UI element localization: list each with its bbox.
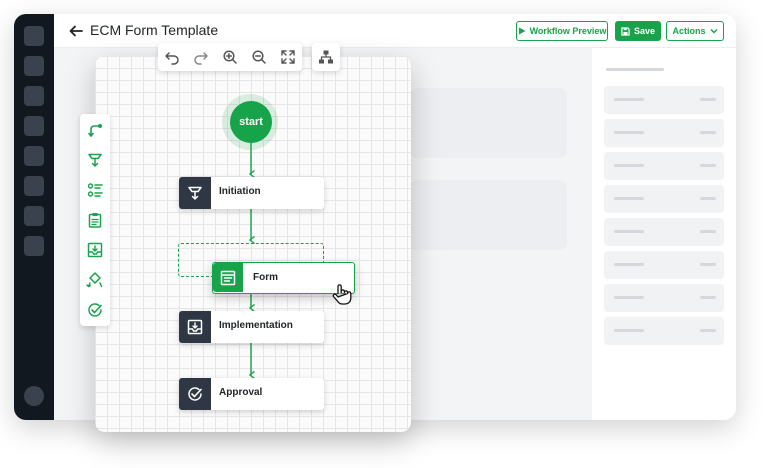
actions-dropdown[interactable]: Actions <box>666 21 724 41</box>
redo-icon[interactable] <box>193 49 209 65</box>
rail-item[interactable] <box>24 206 44 226</box>
panel-row[interactable] <box>604 86 724 114</box>
start-event-icon[interactable] <box>87 122 103 138</box>
check-circle-icon[interactable] <box>87 302 103 318</box>
diamond-arrow-icon[interactable] <box>86 272 103 288</box>
node-implementation[interactable]: Implementation <box>179 311 324 343</box>
funnel-arrow-icon <box>188 186 202 200</box>
panel-row[interactable] <box>604 317 724 345</box>
panel-row[interactable] <box>604 251 724 279</box>
rail-item[interactable] <box>24 56 44 76</box>
fit-screen-icon[interactable] <box>280 49 296 65</box>
undo-icon[interactable] <box>164 49 180 65</box>
node-icon-box <box>213 263 243 292</box>
save-label: Save <box>633 26 656 36</box>
avatar[interactable] <box>24 386 44 406</box>
auto-layout-icon[interactable] <box>318 49 334 65</box>
panel-row[interactable] <box>604 218 724 246</box>
inbox-arrow-icon[interactable] <box>87 242 103 258</box>
node-icon-box <box>179 378 211 410</box>
panel-row[interactable] <box>604 119 724 147</box>
save-button[interactable]: Save <box>615 21 661 41</box>
zoom-in-icon[interactable] <box>222 49 238 65</box>
inbox-arrow-icon <box>187 319 203 335</box>
rail-item[interactable] <box>24 116 44 136</box>
node-form[interactable]: Form <box>212 262 355 294</box>
node-label: Form <box>253 272 278 283</box>
actions-label: Actions <box>672 26 706 36</box>
node-label: Implementation <box>219 320 293 331</box>
page-title: ECM Form Template <box>90 22 219 38</box>
placeholder-card <box>409 88 567 158</box>
start-node[interactable]: start <box>230 101 272 143</box>
list-icon[interactable] <box>87 182 103 198</box>
start-label: start <box>239 116 263 128</box>
toolbar-group <box>158 43 302 71</box>
save-icon <box>621 26 630 36</box>
funnel-arrow-icon[interactable] <box>87 152 103 168</box>
check-circle-icon <box>188 387 202 401</box>
panel-row[interactable] <box>604 185 724 213</box>
left-nav-rail <box>14 14 54 420</box>
toolbar-group <box>312 43 340 71</box>
back-arrow-icon[interactable] <box>68 23 84 39</box>
top-bar: ECM Form Template Workflow Preview Save … <box>54 14 736 48</box>
workflow-preview-button[interactable]: Workflow Preview <box>516 21 608 41</box>
node-icon-box <box>179 311 211 343</box>
rail-item[interactable] <box>24 26 44 46</box>
canvas-toolbar <box>158 43 340 71</box>
chevron-down-icon <box>710 29 717 34</box>
placeholder-card <box>409 180 567 250</box>
rail-item[interactable] <box>24 176 44 196</box>
panel-row[interactable] <box>604 152 724 180</box>
panel-row[interactable] <box>604 284 724 312</box>
node-label: Approval <box>219 387 263 398</box>
play-icon <box>518 27 526 35</box>
form-icon <box>220 270 236 285</box>
zoom-out-icon[interactable] <box>251 49 267 65</box>
node-palette <box>80 114 110 326</box>
workflow-preview-label: Workflow Preview <box>529 26 607 36</box>
properties-panel <box>592 48 736 420</box>
node-icon-box <box>179 177 211 209</box>
clipboard-icon[interactable] <box>87 212 103 228</box>
node-approval[interactable]: Approval <box>179 378 324 410</box>
rail-item[interactable] <box>24 146 44 166</box>
panel-heading-placeholder <box>606 68 664 71</box>
hand-cursor-icon <box>332 284 352 305</box>
rail-item[interactable] <box>24 236 44 256</box>
node-initiation[interactable]: Initiation <box>179 177 324 209</box>
node-label: Initiation <box>219 186 261 197</box>
rail-item[interactable] <box>24 86 44 106</box>
